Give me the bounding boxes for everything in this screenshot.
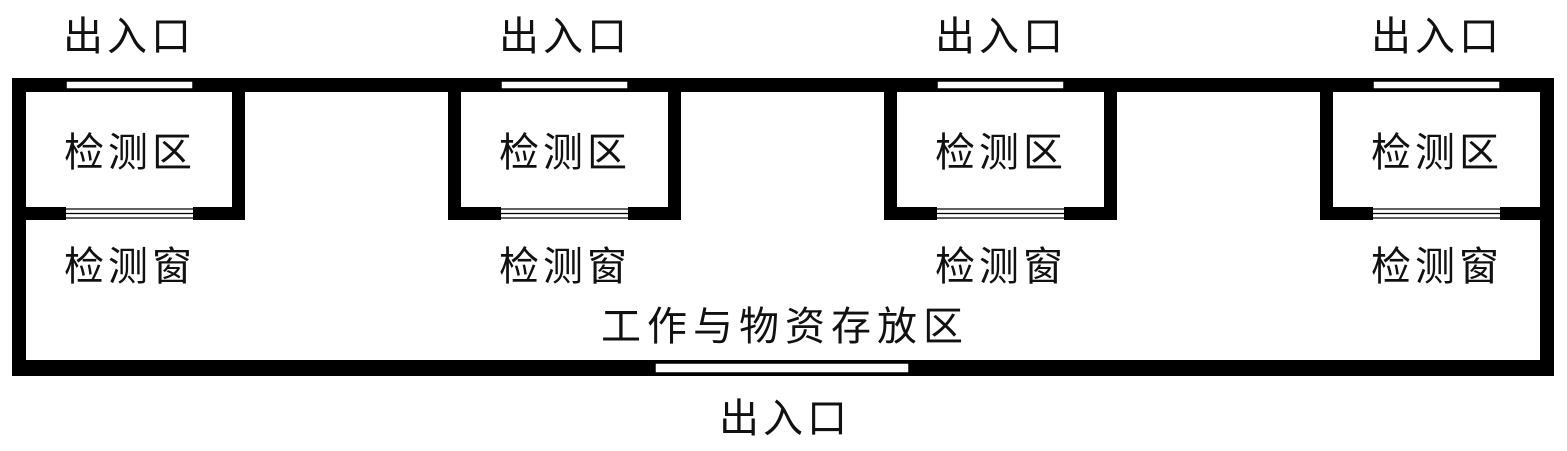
room-3-wall-left: [884, 78, 897, 220]
detection-window-3: [937, 207, 1064, 220]
room-4-wall-left: [1320, 78, 1333, 220]
window-label-3: 检测窗: [935, 244, 1067, 290]
top-entrance-label-3: 出入口: [935, 14, 1067, 60]
detection-window-2: [501, 207, 628, 220]
top-entrance-label-1: 出入口: [63, 14, 195, 60]
outer-wall-top: [12, 78, 1554, 92]
entrance-opening-3: [936, 80, 1065, 90]
window-label-4: 检测窗: [1371, 244, 1503, 290]
outer-wall-right: [1540, 78, 1554, 376]
room-label-4: 检测区: [1371, 130, 1503, 176]
detection-window-1: [66, 207, 193, 220]
room-label-1: 检测区: [64, 130, 196, 176]
detection-window-4: [1373, 207, 1500, 220]
main-area-label: 工作与物资存放区: [601, 304, 969, 350]
room-label-2: 检测区: [499, 130, 631, 176]
room-labels: 检测区 检测区 检测区 检测区: [64, 130, 1503, 176]
window-labels: 检测窗 检测窗 检测窗 检测窗: [64, 244, 1503, 290]
outer-wall-left: [12, 78, 26, 376]
entrance-opening-2: [500, 80, 629, 90]
room-3-wall-right: [1104, 78, 1117, 220]
room-2-wall-right: [668, 78, 681, 220]
room-label-3: 检测区: [935, 130, 1067, 176]
top-entrance-label-2: 出入口: [499, 14, 631, 60]
window-label-2: 检测窗: [499, 244, 631, 290]
bottom-entrance-label: 出入口: [719, 396, 851, 442]
room-1-wall-right: [232, 78, 245, 220]
room-2-wall-left: [448, 78, 461, 220]
top-entrance-labels: 出入口 出入口 出入口 出入口: [63, 14, 1503, 60]
entrance-opening-1: [65, 80, 194, 90]
top-entrance-label-4: 出入口: [1371, 14, 1503, 60]
entrance-opening-4: [1372, 80, 1501, 90]
top-entrance-openings: [65, 80, 1501, 90]
window-label-1: 检测窗: [64, 244, 196, 290]
bottom-entrance-opening: [654, 362, 910, 374]
